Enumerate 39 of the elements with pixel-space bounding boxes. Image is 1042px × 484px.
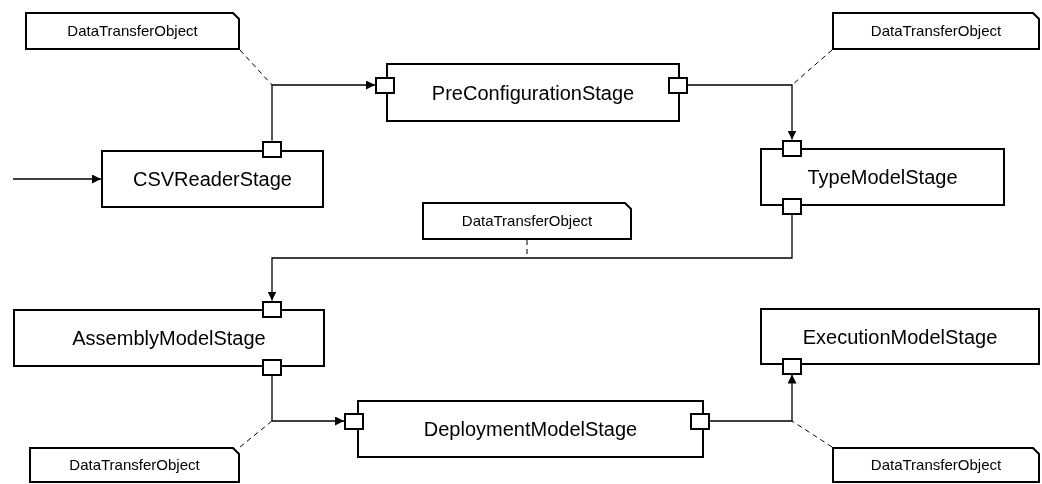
stage-label: AssemblyModelStage	[72, 326, 266, 351]
stage-box	[760, 308, 1040, 365]
dashed-leader-line	[239, 49, 273, 86]
stage-box	[357, 400, 704, 458]
arrow	[709, 373, 797, 422]
note-text: DataTransferObject	[870, 454, 1002, 475]
note-box	[832, 12, 1040, 50]
arrow	[12, 174, 102, 184]
port-square	[344, 412, 364, 430]
port-square	[375, 76, 395, 94]
note-box	[29, 447, 240, 483]
stage-label: CSVReaderStage	[133, 167, 292, 192]
stage-label: DeploymentModelStage	[423, 417, 638, 442]
dashed-leader-line	[791, 420, 833, 448]
note-box	[832, 447, 1040, 483]
port-square	[262, 140, 282, 158]
port-square	[782, 139, 802, 157]
note-text: DataTransferObject	[67, 20, 198, 41]
note-text: DataTransferObject	[870, 20, 1002, 41]
stage-label: TypeModelStage	[807, 165, 958, 190]
arrow	[267, 213, 793, 302]
stage-box	[13, 309, 325, 367]
dashed-leader-line	[791, 49, 833, 86]
stage-box	[760, 148, 1005, 206]
arrow	[271, 374, 345, 426]
note-text: DataTransferObject	[461, 210, 593, 231]
stage-box	[101, 150, 324, 208]
stage-box	[386, 63, 680, 122]
note-box	[25, 12, 240, 50]
port-square	[262, 300, 282, 318]
stage-label: ExecutionModelStage	[802, 324, 998, 350]
port-square	[690, 412, 710, 430]
note-text: DataTransferObject	[69, 454, 200, 475]
arrow	[687, 84, 797, 141]
note-box	[422, 202, 632, 240]
dashed-leader-line	[239, 420, 273, 448]
port-square	[668, 76, 688, 94]
stage-label: PreConfigurationStage	[431, 80, 635, 106]
arrow	[271, 80, 376, 142]
